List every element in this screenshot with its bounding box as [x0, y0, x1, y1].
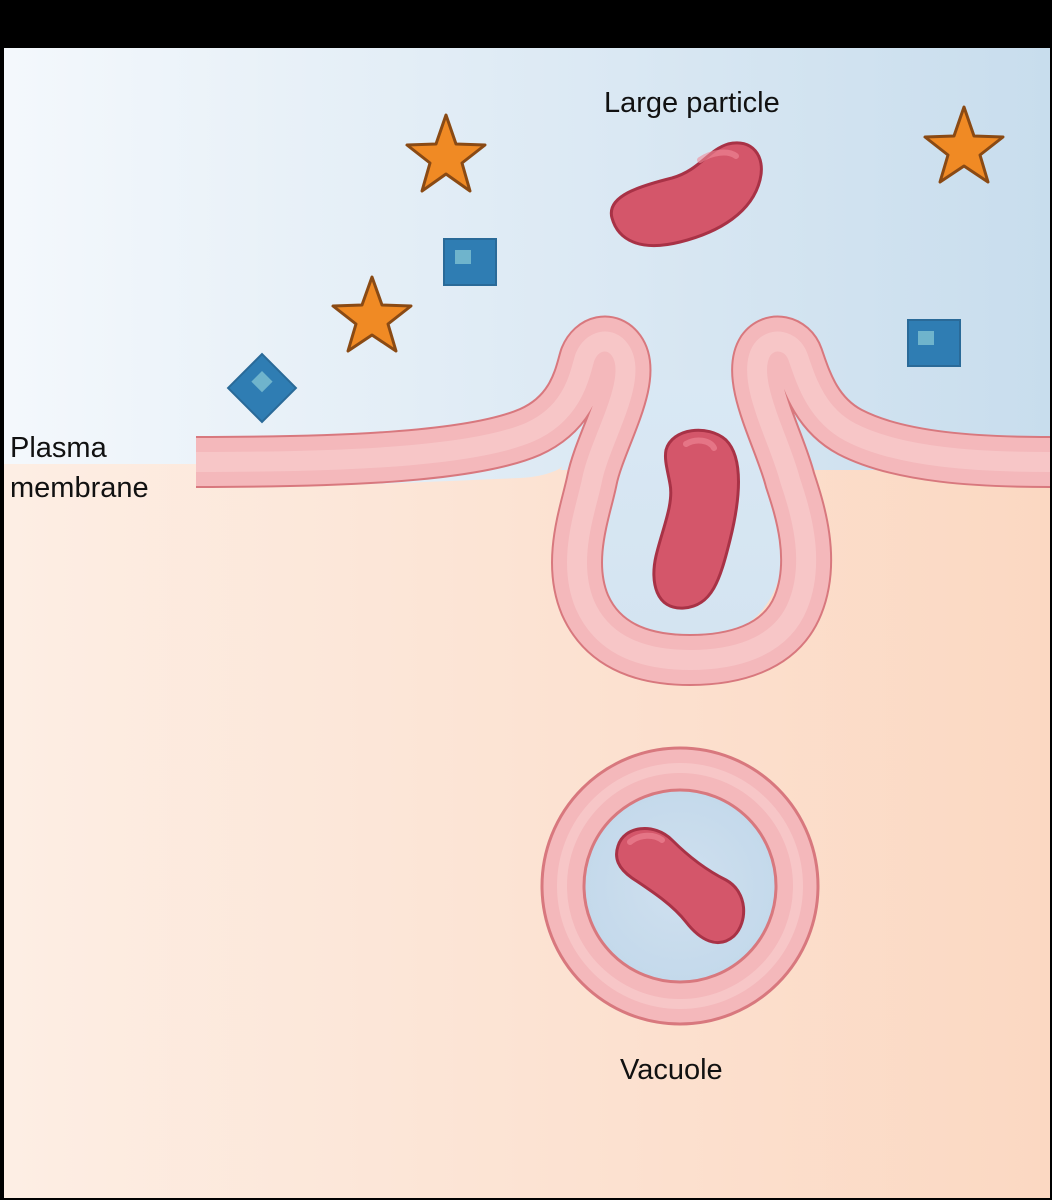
square-molecule-icon — [226, 352, 298, 424]
star-icon — [923, 105, 1005, 184]
vacuole — [540, 746, 820, 1026]
plasma-membrane-label-line1: Plasma — [10, 432, 107, 464]
star-icon — [331, 275, 413, 353]
plasma-membrane-label: Plasma membrane — [10, 428, 149, 508]
vacuole-label: Vacuole — [620, 1054, 723, 1086]
particle-in-vacuole — [615, 827, 746, 945]
particle-in-invagination — [652, 428, 740, 610]
star-icon — [405, 113, 487, 193]
plasma-membrane — [195, 315, 1051, 686]
square-molecule-icon — [443, 238, 497, 286]
square-molecule-icon — [907, 319, 961, 367]
large-particle-outside — [609, 141, 763, 247]
large-particle-label: Large particle — [604, 87, 780, 119]
plasma-membrane-label-line2: membrane — [10, 472, 149, 504]
